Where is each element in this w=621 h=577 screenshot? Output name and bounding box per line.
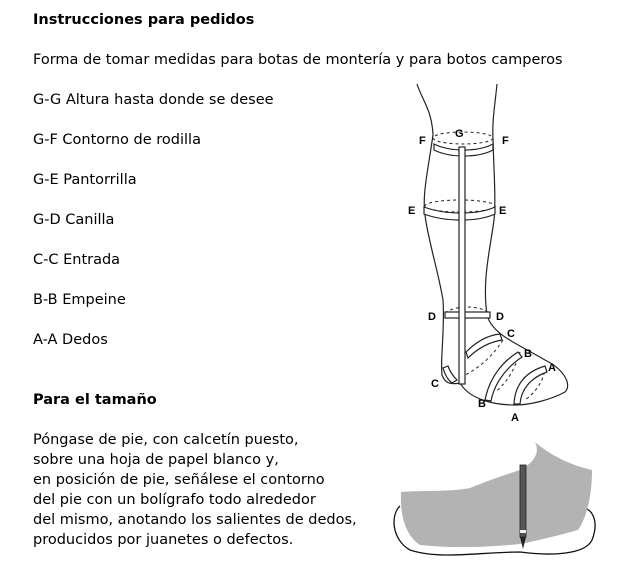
label-b: B: [478, 398, 486, 410]
label-c: C: [431, 378, 439, 390]
label-a: A: [511, 412, 519, 424]
measurement-item: G-D Canilla: [33, 212, 115, 228]
label-e: E: [408, 205, 415, 217]
label-e: E: [499, 205, 506, 217]
instruction-line: en posición de pie, señálese el contorno: [33, 472, 325, 488]
label-d: D: [428, 311, 436, 323]
label-f: F: [502, 135, 509, 147]
instruction-line: producidos por juanetes o defectos.: [33, 532, 294, 548]
size-heading: Para el tamaño: [33, 392, 157, 408]
measurement-item: A-A Dedos: [33, 332, 108, 348]
size-instructions: Póngase de pie, con calcetín puesto, sob…: [33, 430, 357, 550]
measurement-item: G-G Altura hasta donde se desee: [33, 92, 274, 108]
instruction-line: Póngase de pie, con calcetín puesto,: [33, 432, 299, 448]
pen-icon: [519, 464, 527, 549]
label-d: D: [496, 311, 504, 323]
page-title: Instrucciones para pedidos: [33, 12, 255, 28]
measurement-item: G-E Pantorrilla: [33, 172, 137, 188]
label-f: F: [419, 135, 426, 147]
instruction-line: del pie con un bolígrafo todo alrededor: [33, 492, 316, 508]
instruction-line: sobre una hoja de papel blanco y,: [33, 452, 279, 468]
instruction-line: del mismo, anotando los salientes de ded…: [33, 512, 357, 528]
diagram-labels: G F F E E D D C C B B A A: [408, 128, 556, 424]
foot-tracing-illustration: [393, 442, 596, 556]
foot-trace-outline: [393, 505, 596, 556]
label-b: B: [524, 348, 532, 360]
label-c: C: [507, 328, 515, 340]
label-g: G: [455, 128, 464, 140]
subtitle: Forma de tomar medidas para botas de mon…: [33, 52, 563, 68]
label-a: A: [548, 362, 556, 374]
leg-outline: [416, 83, 569, 406]
measurement-item: B-B Empeine: [33, 292, 126, 308]
measurement-item: C-C Entrada: [33, 252, 121, 268]
foot-shape: [400, 442, 592, 548]
measurement-item: G-F Contorno de rodilla: [33, 132, 201, 148]
tape-bands: [423, 143, 548, 405]
